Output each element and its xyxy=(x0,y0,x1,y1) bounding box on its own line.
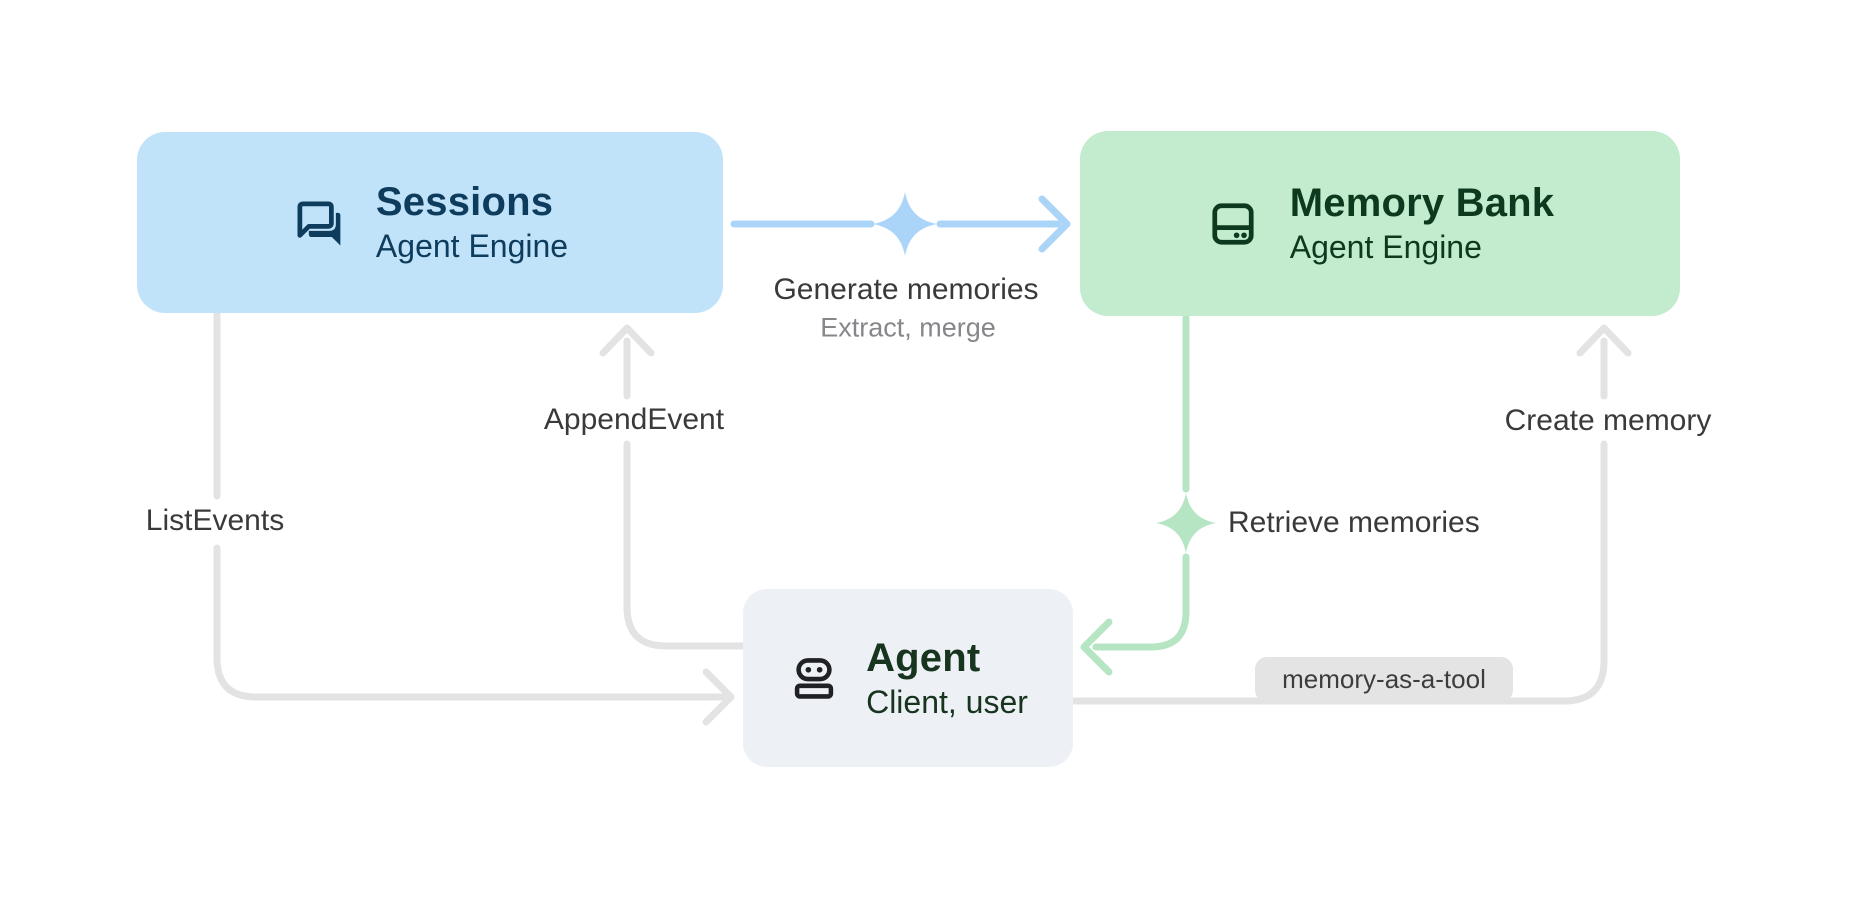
memory-bank-node-text: Memory Bank Agent Engine xyxy=(1290,180,1555,267)
generate-memories-label: Generate memories xyxy=(773,273,1039,306)
node-title: Sessions xyxy=(375,180,554,224)
memory-bank-node: Memory Bank Agent Engine xyxy=(1080,131,1680,316)
edge-append-event-arrow xyxy=(599,324,747,650)
edge-retrieve-memories-arrow xyxy=(1080,314,1190,676)
forum-chat-icon xyxy=(292,196,346,250)
agent-node: Agent Client, user xyxy=(743,589,1073,767)
memory-storage-icon xyxy=(1206,197,1260,251)
edge-create-memory-arrow xyxy=(1070,324,1632,705)
node-title: Memory Bank xyxy=(1289,181,1555,225)
sparkle-icon xyxy=(873,192,938,257)
edge-list-events-arrow xyxy=(213,310,735,726)
node-subtitle: Agent Engine xyxy=(1289,229,1482,265)
sparkle-icon xyxy=(1156,493,1216,553)
create-memory-label: Create memory xyxy=(1504,404,1712,437)
node-subtitle: Client, user xyxy=(866,683,1028,720)
retrieve-memories-label: Retrieve memories xyxy=(1228,506,1480,539)
memory-as-a-tool-badge: memory-as-a-tool xyxy=(1255,657,1513,702)
sessions-node-text: Sessions Agent Engine xyxy=(376,179,568,266)
agent-node-text: Agent Client, user xyxy=(866,635,1028,722)
generate-memories-sublabel: Extract, merge xyxy=(820,312,996,343)
sessions-node: Sessions Agent Engine xyxy=(137,132,723,313)
node-title: Agent xyxy=(866,635,981,680)
append-event-label: AppendEvent xyxy=(543,403,725,436)
node-subtitle: Agent Engine xyxy=(375,228,569,264)
list-events-label: ListEvents xyxy=(145,504,285,537)
robot-icon xyxy=(788,652,840,704)
edge-generate-memories-arrow xyxy=(730,195,1071,253)
